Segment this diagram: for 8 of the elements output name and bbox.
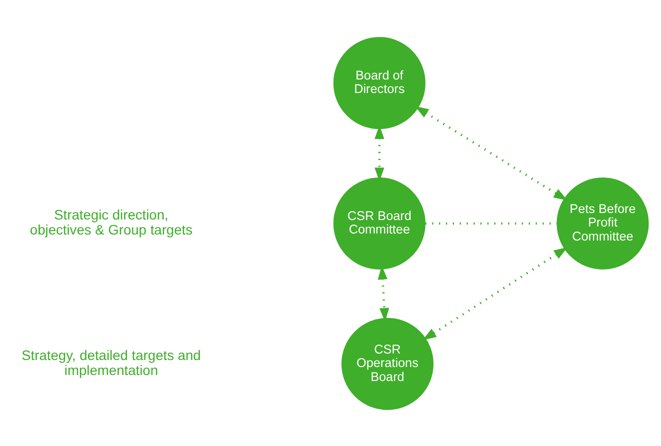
node-circle: Board of Directors [333,36,426,129]
node-circle: CSR Board Committee [333,176,426,270]
arrow [422,246,568,340]
arrow [414,106,568,200]
node-circle: Pets Before Profit Committee [556,176,649,270]
label: Strategy, detailed targets and implementation [22,346,201,378]
node-circle: CSR Operations Board [341,317,434,410]
label: Strategic direction, objectives & Group targets [30,206,193,238]
